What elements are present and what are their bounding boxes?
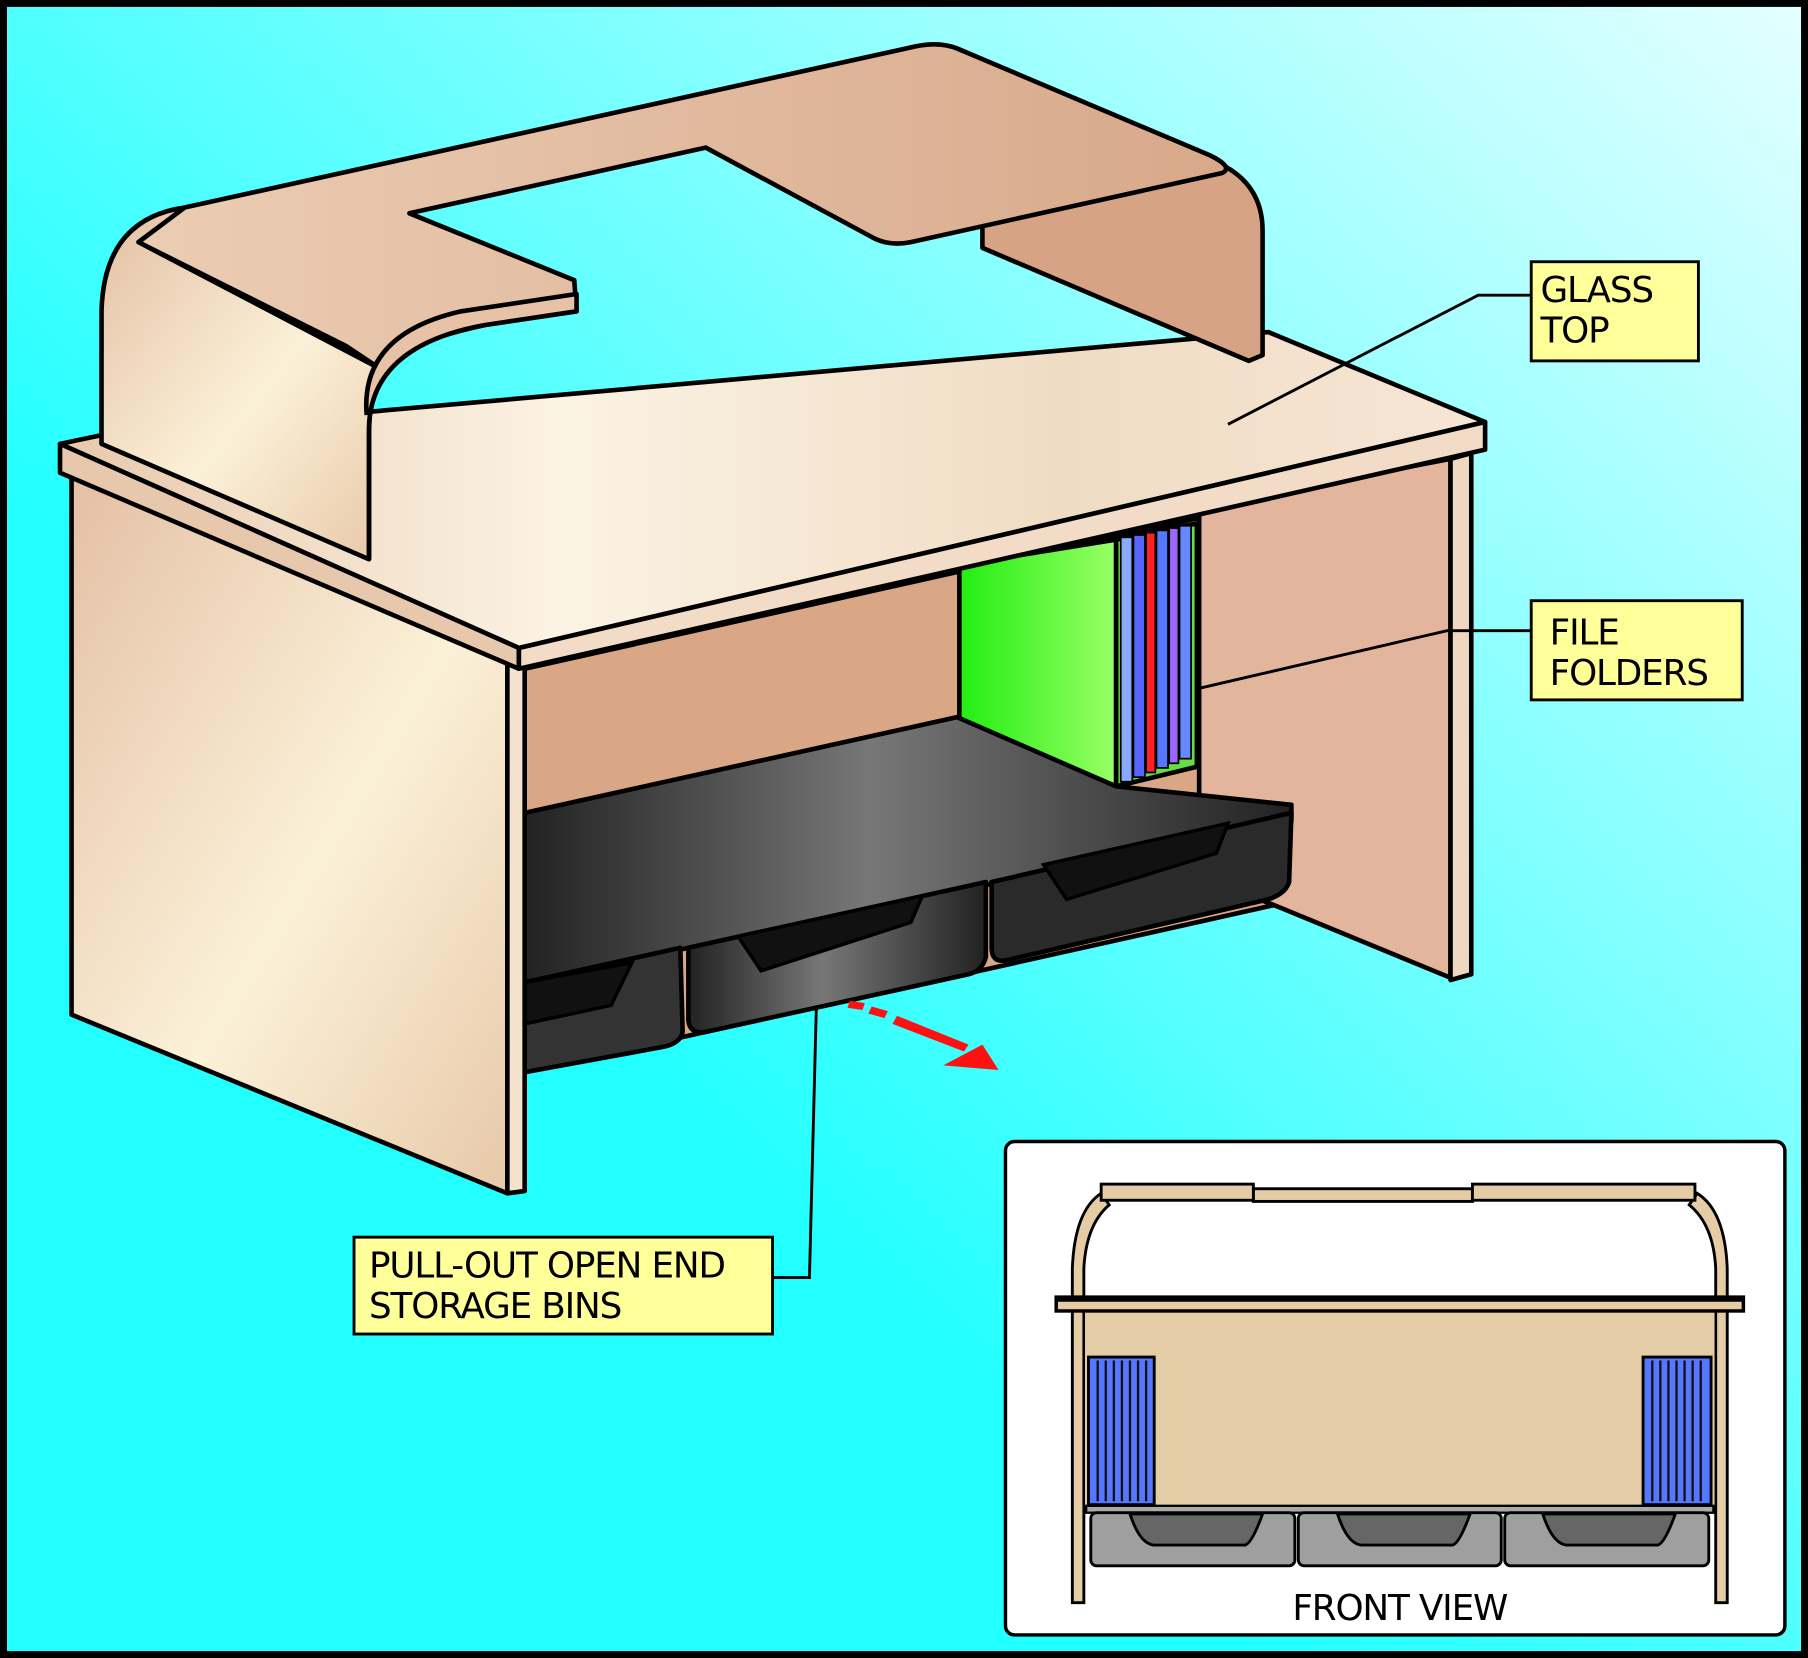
glass-top-label-line2: TOP — [1539, 310, 1609, 351]
file-folders-label-line2: FOLDERS — [1550, 653, 1708, 694]
front-view-label: FRONT VIEW — [1292, 1588, 1508, 1629]
folder — [1168, 527, 1180, 765]
hutch-left-leg-inner — [363, 291, 579, 560]
storage-bins — [522, 714, 1294, 1075]
front-view-back-panel — [1082, 1308, 1717, 1510]
front-view-inset: FRONT VIEW — [1003, 1139, 1787, 1637]
folder — [1178, 524, 1192, 760]
storage-bins-label-line2: STORAGE BINS — [369, 1286, 621, 1327]
folder — [1145, 531, 1157, 774]
storage-bins-label-box — [352, 1235, 775, 1336]
storage-bins-callout: PULL-OUT OPEN END STORAGE BINS — [352, 1005, 818, 1336]
glass-top-edge-front — [516, 419, 1488, 672]
desk-left-panel-edge — [505, 657, 527, 1196]
front-view-hutch-left — [1099, 1182, 1255, 1202]
bin-handle — [735, 893, 926, 973]
pull-arrow — [847, 1000, 999, 1070]
file-folders-label-box — [1529, 599, 1744, 702]
hutch — [99, 41, 1265, 562]
glass-top-callout: GLASS TOP — [1227, 260, 1700, 426]
file-folders-label-line1: FILE — [1550, 613, 1619, 654]
glass-top-label-box — [1529, 260, 1700, 363]
storage-bins-label-line1: PULL-OUT OPEN END — [369, 1246, 725, 1287]
glass-top-label-line1: GLASS — [1540, 270, 1652, 311]
bin-handle — [1040, 820, 1231, 902]
front-view-hutch-right — [1470, 1182, 1697, 1202]
folder — [1119, 536, 1134, 783]
front-view-hutch-bar — [1251, 1187, 1474, 1203]
file-folders-callout: FILE FOLDERS — [1198, 599, 1744, 702]
desk-right-panel-edge — [1448, 450, 1474, 983]
folder — [1132, 534, 1146, 778]
folder — [1155, 529, 1169, 769]
